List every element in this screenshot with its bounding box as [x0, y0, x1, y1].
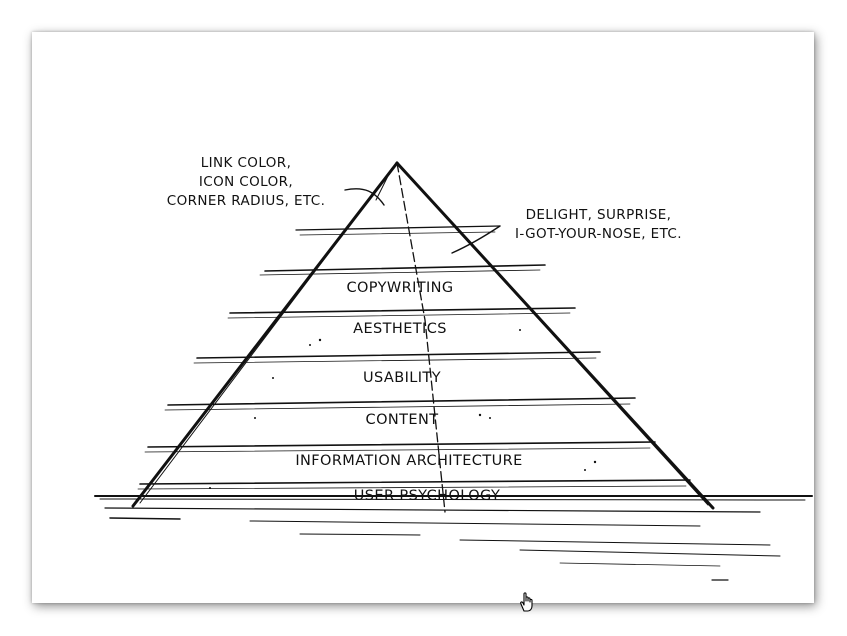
- layer-label-copywriting: COPYWRITING: [346, 280, 454, 296]
- annotation-left: LINK COLOR, ICON COLOR, CORNER RADIUS, E…: [167, 154, 326, 211]
- annotation-right-line-2: I-GOT-YOUR-NOSE, ETC.: [515, 226, 682, 242]
- pyramid-outline: [131, 161, 715, 513]
- layer-dividers: [137, 225, 691, 490]
- annotation-pointers: [344, 188, 501, 254]
- ground-line: [94, 495, 813, 581]
- annotation-left-line-1: LINK COLOR,: [200, 155, 292, 171]
- layer-label-usability: USABILITY: [363, 370, 441, 386]
- annotation-left-line-3: CORNER RADIUS, ETC.: [166, 193, 326, 209]
- layer-label-information-architecture: INFORMATION ARCHITECTURE: [295, 453, 523, 469]
- hand-cursor-icon: [520, 592, 533, 612]
- annotation-right-line-1: DELIGHT, SURPRISE,: [525, 207, 672, 223]
- annotation-right: DELIGHT, SURPRISE, I-GOT-YOUR-NOSE, ETC.: [515, 206, 682, 244]
- shading-dots: [209, 329, 597, 489]
- layer-label-content: CONTENT: [365, 412, 439, 428]
- layer-label-user-psychology: USER PSYCHOLOGY: [353, 488, 501, 504]
- annotation-left-line-2: ICON COLOR,: [198, 174, 294, 190]
- layer-label-aesthetics: AESTHETICS: [353, 321, 447, 337]
